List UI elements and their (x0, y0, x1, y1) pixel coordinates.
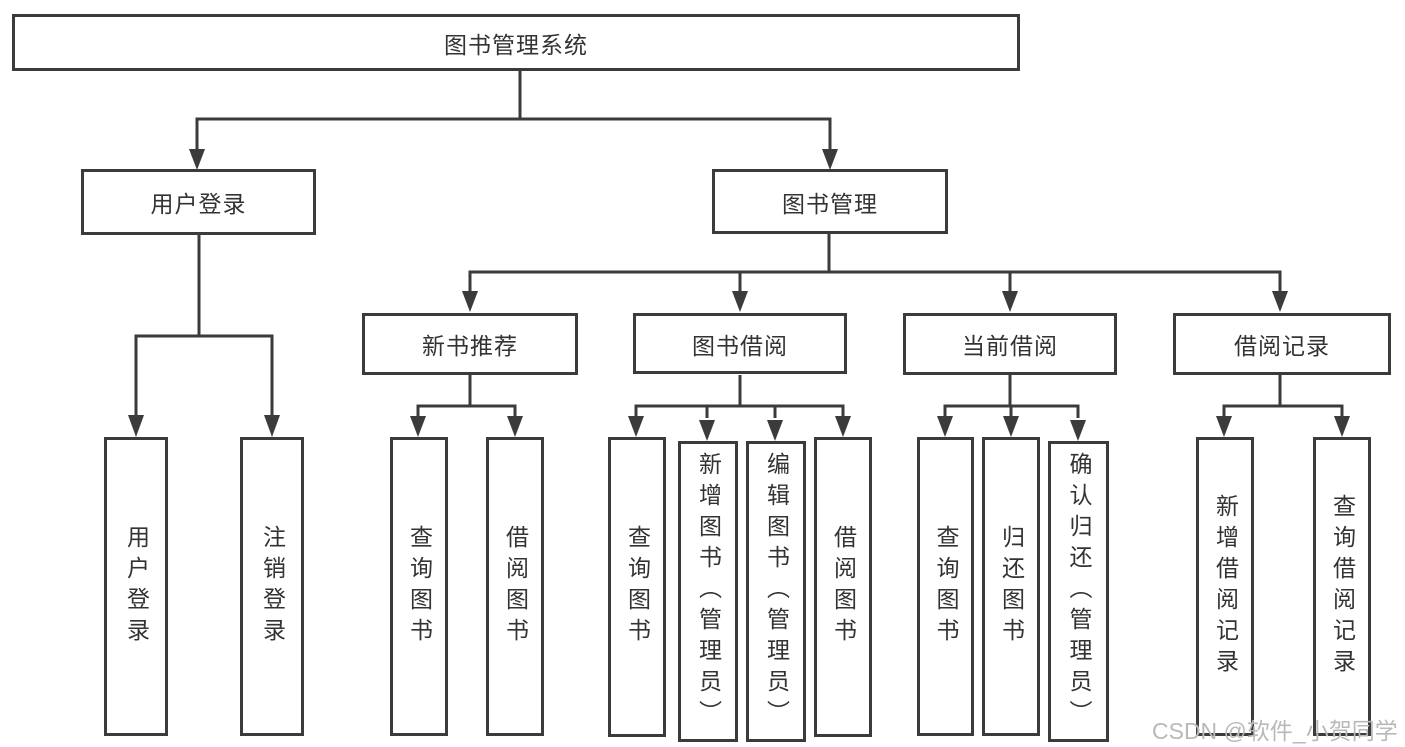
node-system-root: 图书管理系统 (12, 14, 1020, 71)
leaf-user-login: 用户登录 (104, 437, 168, 736)
node-book-borrowing: 图书借阅 (633, 313, 847, 374)
leaf-borrow-books-borrowing-label: 借阅图书 (830, 525, 857, 649)
edge-login-to-leaves (128, 235, 280, 437)
leaf-query-borrow-record: 查询借阅记录 (1313, 437, 1371, 736)
node-book-management-label: 图书管理 (782, 190, 878, 217)
leaf-edit-books-admin: 编辑图书（管理员） (746, 441, 806, 742)
leaf-return-books-label: 归还图书 (998, 524, 1025, 649)
leaf-borrow-books-recommend: 借阅图书 (486, 437, 544, 736)
edge-newbooks-to-leaves (410, 375, 523, 437)
node-current-borrowing-label: 当前借阅 (962, 333, 1058, 359)
edge-records-to-leaves (1216, 375, 1350, 437)
leaf-logout-label: 注销登录 (259, 524, 286, 649)
leaf-query-books-borrowing-label: 查询图书 (624, 525, 651, 649)
node-current-borrowing: 当前借阅 (903, 313, 1117, 375)
leaf-query-borrow-record-label: 查询借阅记录 (1329, 493, 1356, 680)
node-borrow-records-label: 借阅记录 (1234, 333, 1330, 359)
leaf-borrow-books-recommend-label: 借阅图书 (502, 524, 529, 649)
edge-root-to-level1 (189, 70, 838, 170)
node-book-management: 图书管理 (712, 169, 948, 234)
edge-mgmt-to-level2 (462, 234, 1288, 312)
node-new-book-recommend: 新书推荐 (362, 313, 578, 375)
leaf-query-books-current-label: 查询图书 (933, 524, 959, 649)
csdn-watermark: CSDN @软件_小贺同学 (1152, 718, 1398, 744)
leaf-add-borrow-record: 新增借阅记录 (1196, 437, 1254, 736)
node-system-root-label: 图书管理系统 (444, 31, 588, 58)
edge-current-to-leaves (937, 375, 1086, 441)
node-new-book-recommend-label: 新书推荐 (422, 333, 518, 359)
node-borrow-records: 借阅记录 (1173, 313, 1391, 375)
leaf-query-books-current: 查询图书 (917, 437, 974, 736)
leaf-return-books: 归还图书 (982, 437, 1040, 736)
leaf-add-books-admin-label: 新增图书（管理员） (695, 452, 722, 731)
leaf-logout: 注销登录 (240, 437, 304, 736)
leaf-query-books-recommend: 查询图书 (390, 437, 448, 736)
leaf-add-books-admin: 新增图书（管理员） (678, 441, 738, 742)
leaf-query-books-borrowing: 查询图书 (608, 437, 666, 737)
leaf-borrow-books-borrowing: 借阅图书 (814, 437, 872, 737)
leaf-user-login-label: 用户登录 (123, 524, 150, 649)
edge-borrowing-to-leaves (628, 375, 851, 441)
leaf-add-borrow-record-label: 新增借阅记录 (1212, 493, 1239, 680)
leaf-query-books-recommend-label: 查询图书 (406, 524, 433, 649)
leaf-edit-books-admin-label: 编辑图书（管理员） (763, 452, 790, 731)
leaf-confirm-return-admin: 确认归还（管理员） (1048, 441, 1109, 742)
leaf-confirm-return-admin-label: 确认归还（管理员） (1066, 452, 1092, 731)
node-user-login: 用户登录 (81, 169, 316, 235)
node-book-borrowing-label: 图书借阅 (692, 332, 788, 359)
node-user-login-label: 用户登录 (150, 191, 247, 217)
